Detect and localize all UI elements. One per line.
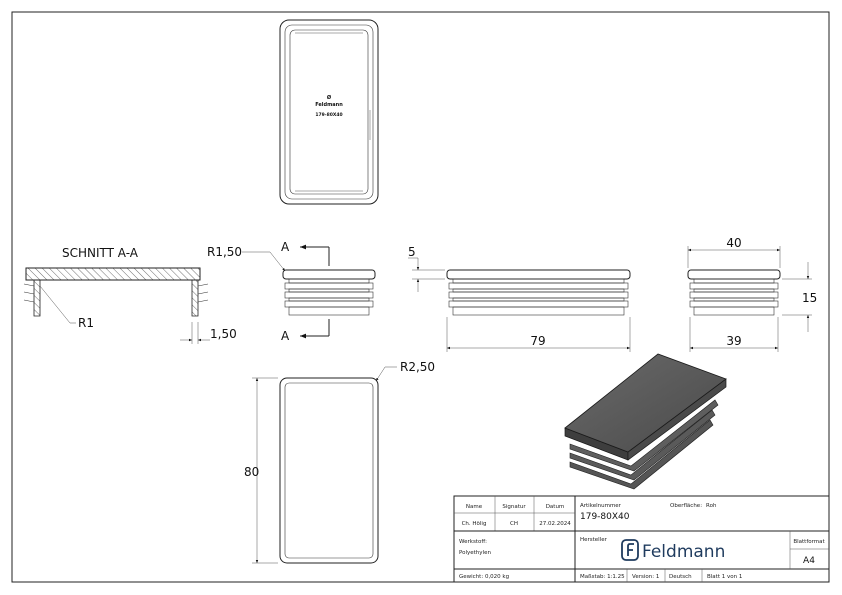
section-title: SCHNITT A-A [62,246,139,260]
tb-signature-header: Signatur [502,504,526,510]
title-block: Name Signatur Datum Ch. Hölig CH 27.02.2… [453,495,830,583]
tb-material-value: Polyethylen [459,550,491,556]
tb-surface-label: Oberfläche: [670,503,702,509]
plan-radius-label: R2,50 [400,360,435,374]
end-view: 40 39 15 [687,236,817,352]
tb-material-label: Werkstoff: [459,539,487,545]
tb-weight: Gewicht: 0,020 kg [459,574,509,580]
isometric-view [564,353,727,490]
tb-brand-name: Feldmann [642,542,725,562]
front-height-label: 5 [408,245,416,259]
end-depth-label: 15 [802,291,817,305]
tb-date-header: Datum [546,504,565,510]
tb-manufacturer-label: Hersteller [580,537,608,543]
plan-length-label: 80 [244,465,259,479]
tb-language: Deutsch [669,574,692,580]
tb-version: Version: 1 [632,574,659,580]
end-bottom-width-label: 39 [726,334,741,348]
tb-article-label: Artikelnummer [580,503,622,509]
engraving-article: 179-80X40 [315,112,342,118]
tb-format-label: Blattformat [793,539,825,545]
tb-surface-value: Roh [706,503,717,509]
front-length-label: 79 [530,334,545,348]
side-radius-label: R1,50 [207,245,242,259]
feldmann-logo-icon [621,539,639,561]
engraving-symbol: Ø [327,94,332,101]
tb-sheet: Blatt 1 von 1 [707,574,742,580]
tb-scale: Maßstab: 1:1.25 [580,574,625,580]
tb-format-value: A4 [803,556,815,566]
tb-name-value: Ch. Hölig [462,521,487,527]
cut-label-top: A [281,240,290,254]
tb-signature-value: CH [510,521,518,527]
front-view: 5 79 [408,245,631,352]
section-radius-label: R1 [78,316,94,330]
bottom-face-view: Ø Feldmann 179-80X40 [279,19,379,205]
engraving-brand: Feldmann [315,102,343,108]
cut-label-bottom: A [281,329,290,343]
tb-article-value: 179-80X40 [580,512,630,522]
plan-view: R2,50 80 [244,360,435,564]
side-view: R1,50 A A [207,240,376,343]
end-top-width-label: 40 [726,236,741,250]
section-wall-label: 1,50 [210,327,237,341]
tb-date-value: 27.02.2024 [539,521,571,527]
sheet-border [11,11,830,583]
tb-name-header: Name [466,504,483,510]
section-a-a-view: SCHNITT A-A R1 1,50 [23,246,237,344]
